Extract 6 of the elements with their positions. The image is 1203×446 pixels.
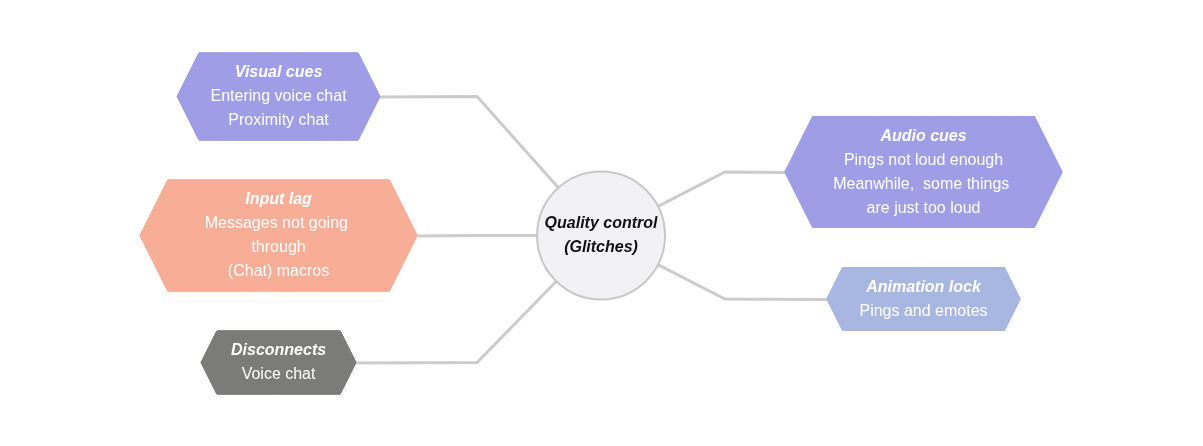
connector xyxy=(356,279,558,364)
connector xyxy=(418,233,538,237)
connector xyxy=(380,94,561,189)
connector xyxy=(657,262,828,301)
connector xyxy=(657,170,786,208)
node-circle: Quality control (Glitches) xyxy=(536,170,667,300)
